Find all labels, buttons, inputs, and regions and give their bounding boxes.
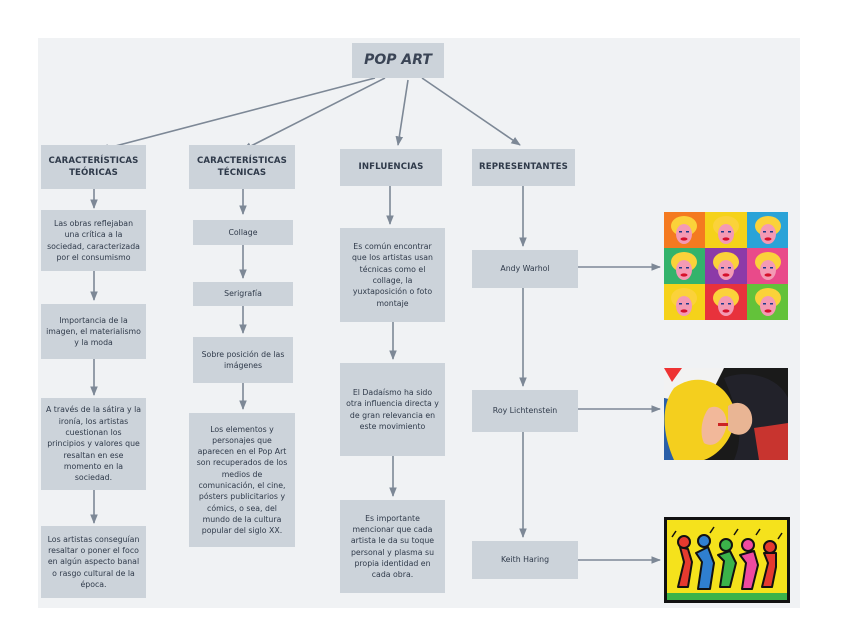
- representante-keith-haring[interactable]: Keith Haring: [472, 541, 578, 579]
- connector-root-teoricas: [99, 77, 376, 152]
- representante-roy-lichtenstein[interactable]: Roy Lichtenstein: [472, 390, 578, 432]
- header-representantes[interactable]: REPRESENTANTES: [472, 149, 575, 186]
- influencias-item-2[interactable]: El Dadaísmo ha sido otra influencia dire…: [340, 363, 445, 456]
- teoricas-item-1[interactable]: Las obras reflejaban una crítica a la so…: [41, 210, 146, 271]
- tecnicas-item-elementos[interactable]: Los elementos y personajes que aparecen …: [189, 413, 295, 547]
- tecnicas-item-sobreposicion[interactable]: Sobre posición de las imágenes: [193, 337, 293, 383]
- header-caracteristicas-tecnicas[interactable]: CARACTERÍSTICAS TÉCNICAS: [189, 145, 295, 189]
- tecnicas-item-collage[interactable]: Collage: [193, 220, 293, 245]
- teoricas-item-3[interactable]: A través de la sátira y la ironía, los a…: [41, 398, 146, 490]
- influencias-item-3[interactable]: Es importante mencionar que cada artista…: [340, 500, 445, 593]
- teoricas-item-4[interactable]: Los artistas conseguían resaltar o poner…: [41, 526, 146, 598]
- connector-root-influencias: [395, 79, 409, 146]
- tecnicas-item-serigrafia[interactable]: Serigrafía: [193, 282, 293, 306]
- root-node[interactable]: POP ART: [352, 43, 444, 78]
- connector-root-tecnicas: [242, 77, 386, 151]
- representante-andy-warhol[interactable]: Andy Warhol: [472, 250, 578, 288]
- influencias-item-1[interactable]: Es común encontrar que los artistas usan…: [340, 228, 445, 322]
- header-caracteristicas-teoricas[interactable]: CARACTERÍSTICAS TEÓRICAS: [41, 145, 146, 189]
- header-influencias[interactable]: INFLUENCIAS: [340, 149, 442, 186]
- haring-dancers-image: [664, 517, 790, 603]
- warhol-marilyn-image: [664, 212, 788, 320]
- connector-root-representantes: [421, 77, 521, 146]
- lichtenstein-kiss-image: [664, 368, 788, 460]
- teoricas-item-2[interactable]: Importancia de la imagen, el materialism…: [41, 304, 146, 359]
